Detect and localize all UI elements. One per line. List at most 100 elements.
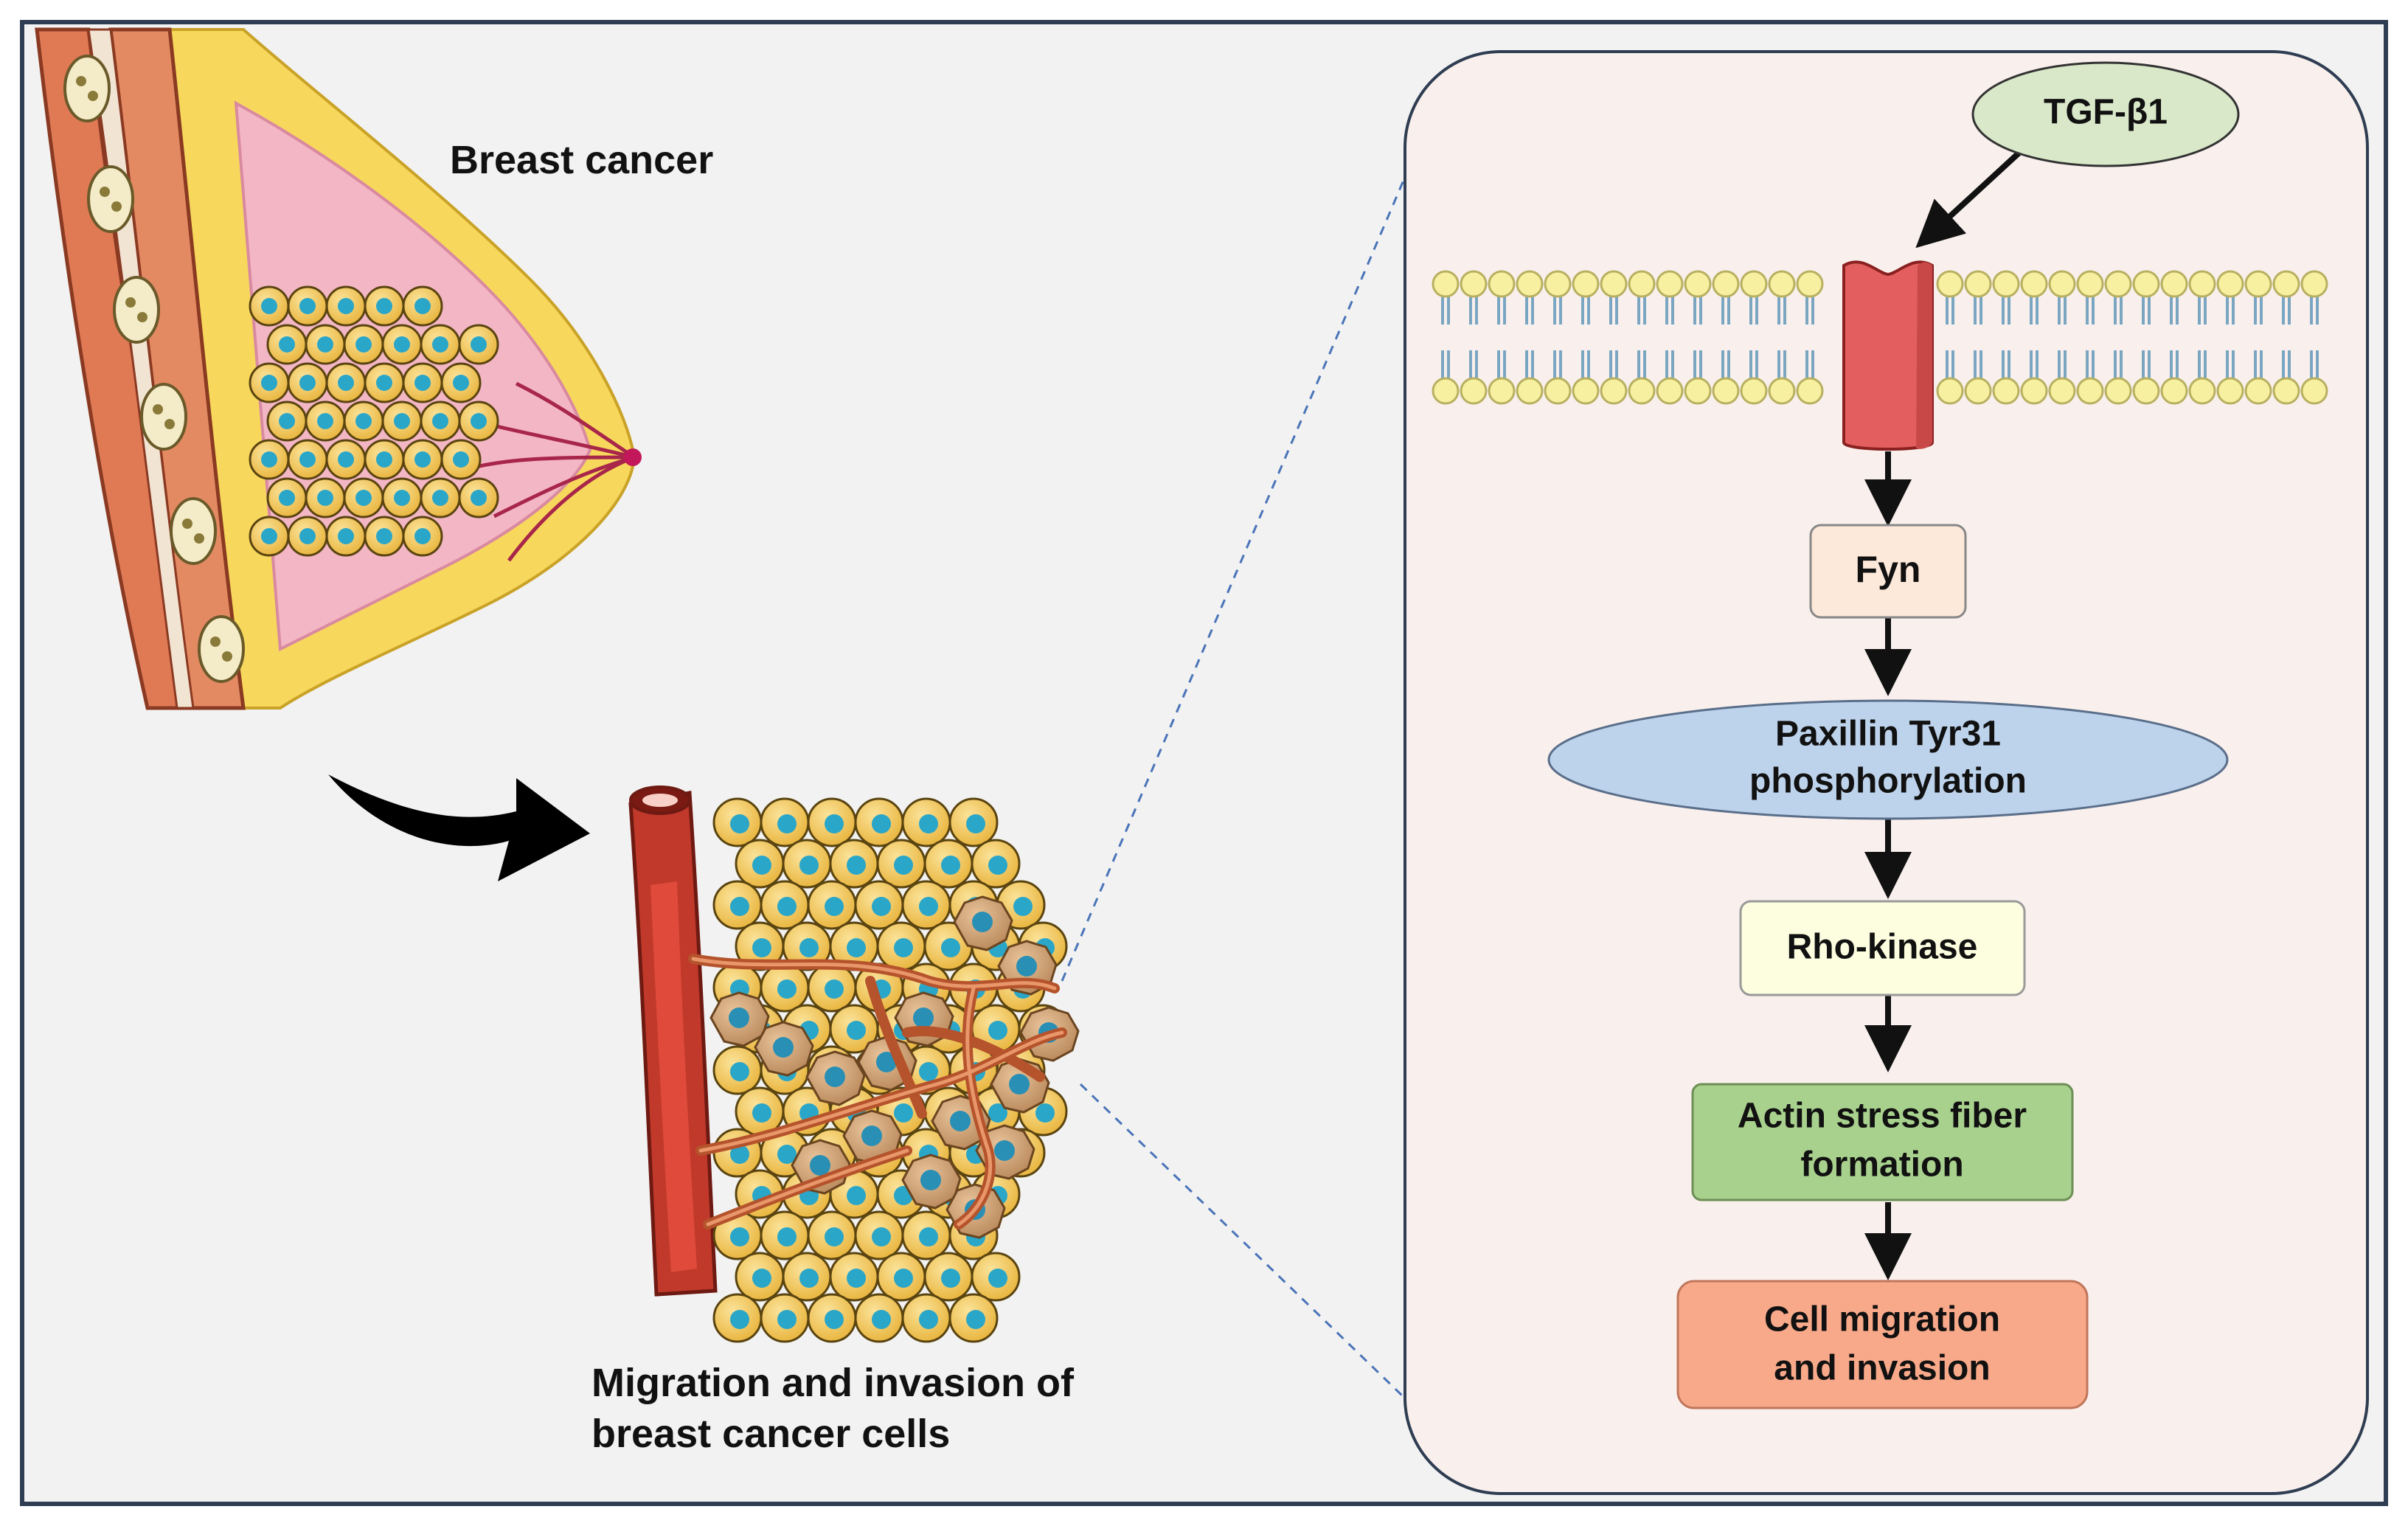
- cell-nucleus: [872, 1310, 891, 1329]
- cell-nucleus: [414, 298, 431, 314]
- cell-nucleus: [1009, 1074, 1030, 1095]
- rib: [113, 276, 160, 344]
- cell-nucleus: [432, 490, 448, 506]
- cell-nucleus: [453, 451, 469, 468]
- cell-nucleus: [773, 1037, 794, 1058]
- migration-label-line2: breast cancer cells: [591, 1412, 950, 1456]
- cell-nucleus: [825, 1227, 844, 1246]
- rib: [170, 497, 217, 565]
- lipid-head: [1488, 377, 1516, 405]
- cell-nucleus: [988, 1021, 1007, 1040]
- lipid-head: [1740, 377, 1768, 405]
- arrow-ligand-to-receptor: [1915, 149, 2023, 249]
- cell-nucleus: [777, 1227, 797, 1246]
- cell-nucleus: [920, 1170, 941, 1190]
- lipid-head: [2048, 377, 2076, 405]
- cell-nucleus: [338, 528, 354, 544]
- tumor-capillaries-highlight: [691, 957, 1064, 1227]
- rib: [87, 165, 134, 233]
- tumor-cell-cluster: [249, 285, 499, 557]
- cell-nucleus: [872, 897, 891, 916]
- lipid-head: [2188, 377, 2216, 405]
- cell-nucleus: [394, 490, 410, 506]
- cell-nucleus: [376, 528, 392, 544]
- nipple: [624, 448, 642, 466]
- cell-nucleus: [941, 856, 960, 875]
- cell-nucleus: [876, 1052, 897, 1072]
- rib-marrow: [164, 419, 175, 429]
- lipid-head: [2244, 377, 2272, 405]
- lipid-head: [1600, 377, 1628, 405]
- cell-nucleus: [355, 490, 372, 506]
- cell-nucleus: [847, 938, 866, 957]
- cell-nucleus: [414, 375, 431, 391]
- invading-cell-mass: [709, 797, 1080, 1343]
- rib-marrow: [222, 651, 232, 662]
- cell-nucleus: [355, 413, 372, 429]
- cell-nucleus: [394, 413, 410, 429]
- invasion-illustration: [628, 785, 1080, 1343]
- cell-nucleus: [414, 451, 431, 468]
- cell-nucleus: [752, 1269, 771, 1288]
- cell-nucleus: [338, 375, 354, 391]
- cell-nucleus: [777, 1145, 797, 1164]
- tgf-beta1-label: TGF-β1: [2044, 93, 2168, 132]
- cell-nucleus: [471, 490, 487, 506]
- cell-nucleus: [261, 375, 277, 391]
- lipid-head: [1796, 377, 1824, 405]
- lipid-head: [1656, 377, 1684, 405]
- actin-label-line1: Actin stress fiber: [1738, 1097, 2027, 1136]
- rib-marrow: [194, 533, 204, 544]
- cell-nucleus: [299, 298, 316, 314]
- lipid-head: [1488, 270, 1516, 298]
- lipid-head: [1544, 377, 1572, 405]
- lipid-head: [1712, 377, 1740, 405]
- lipid-head: [1572, 270, 1600, 298]
- cell-nucleus: [988, 1269, 1007, 1288]
- paxillin-label-line2: phosphorylation: [1749, 762, 2027, 801]
- rho-kinase-node: [1739, 900, 2026, 996]
- cell-nucleus: [894, 1103, 913, 1123]
- lipid-head: [2048, 270, 2076, 298]
- lipid-head: [1740, 270, 1768, 298]
- cell-nucleus: [1013, 897, 1033, 916]
- progression-arrow: [328, 774, 590, 881]
- cell-nucleus: [355, 336, 372, 353]
- cell-nucleus: [894, 938, 913, 957]
- cell-nucleus: [414, 528, 431, 544]
- lipid-head: [2132, 377, 2160, 405]
- actin-label-line2: formation: [1800, 1145, 1963, 1185]
- lipid-head: [1992, 270, 2020, 298]
- lipid-head: [1432, 270, 1460, 298]
- lipid-head: [1628, 377, 1656, 405]
- lipid-head: [2216, 270, 2244, 298]
- cell-nucleus: [972, 912, 993, 932]
- rib-marrow: [111, 201, 122, 212]
- lipid-head: [2104, 377, 2132, 405]
- lipid-head: [1544, 270, 1572, 298]
- cell-nucleus: [950, 1111, 971, 1131]
- cell-nucleus: [872, 1227, 891, 1246]
- lipid-head: [1712, 270, 1740, 298]
- actin-node: [1691, 1083, 2074, 1201]
- rib-marrow: [153, 404, 163, 415]
- cell-nucleus: [825, 897, 844, 916]
- cell-nucleus: [825, 814, 844, 833]
- cell-nucleus: [752, 1103, 771, 1123]
- cell-nucleus: [799, 1269, 819, 1288]
- lipid-head: [1460, 377, 1488, 405]
- lipid-head: [1964, 377, 1992, 405]
- cell-nucleus: [894, 856, 913, 875]
- cell-nucleus: [376, 451, 392, 468]
- cell-nucleus: [299, 451, 316, 468]
- vessel-inner: [650, 881, 697, 1272]
- tgf-beta1-node: [1971, 61, 2240, 167]
- cell-nucleus: [752, 938, 771, 957]
- cell-nucleus: [777, 897, 797, 916]
- cell-nucleus: [825, 1310, 844, 1329]
- tgf-beta-receptor: [1842, 260, 1934, 451]
- cell-nucleus: [752, 856, 771, 875]
- cell-nucleus: [799, 856, 819, 875]
- paxillin-node: [1547, 699, 2229, 820]
- lipid-head: [1628, 270, 1656, 298]
